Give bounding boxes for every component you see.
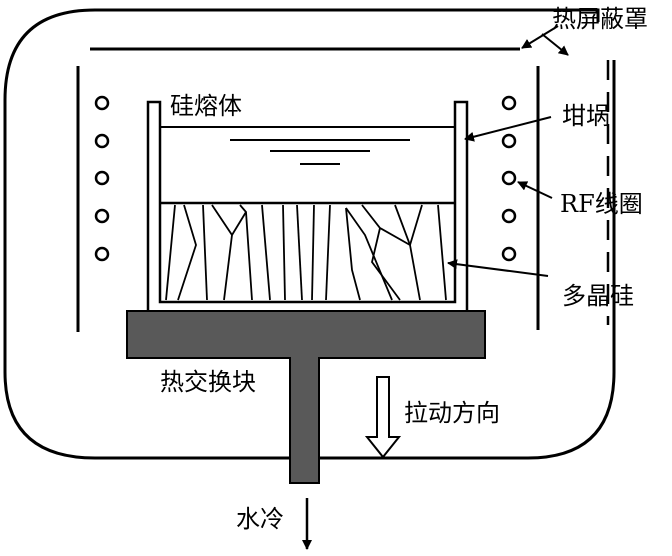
label-heat-shield: 热屏蔽罩 (552, 5, 648, 33)
label-polysilicon: 多晶硅 (562, 282, 634, 310)
crucible-arrow (464, 116, 552, 142)
polysilicon-grains (165, 204, 447, 301)
outer-enclosure (3, 8, 616, 460)
rf-coils-left (94, 95, 110, 262)
rf-coils-right (501, 95, 517, 262)
label-pull-direction: 拉动方向 (404, 399, 500, 427)
label-heat-exchanger: 热交换块 (160, 368, 256, 396)
label-crucible: 坩埚 (562, 102, 610, 130)
pull-direction-arrow (364, 376, 402, 459)
heat-shield (76, 47, 540, 332)
crucible (146, 100, 469, 310)
heat-shield-arrow-2 (541, 33, 569, 56)
label-silicon-melt: 硅熔体 (170, 92, 242, 120)
rf-coil-arrow (517, 181, 553, 199)
label-water-cooling: 水冷 (236, 505, 284, 533)
heat-exchanger-block (126, 310, 486, 484)
heat-shield-arrow (521, 25, 559, 49)
label-rf-coil: RF线圈 (560, 190, 643, 218)
polysilicon-arrow (447, 259, 549, 277)
silicon-melt-region (160, 126, 455, 205)
